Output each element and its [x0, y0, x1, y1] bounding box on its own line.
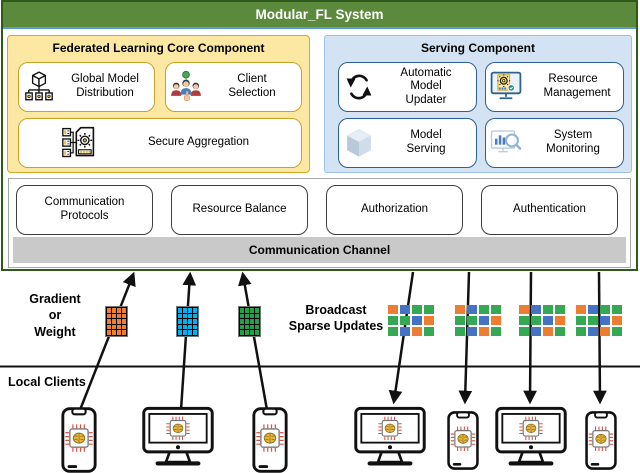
- serving-panel: Serving Component Automatic Model Update…: [324, 35, 632, 173]
- local-clients-label: Local Clients: [8, 375, 86, 389]
- broadcast-sparse-updates-label: Broadcast Sparse Updates: [288, 303, 384, 334]
- model-serving-label: Model Serving: [406, 129, 446, 155]
- sparse-update-matrix-3: [519, 305, 565, 336]
- communication-channel-label: Communication Channel: [248, 243, 391, 257]
- client-phone-3: [446, 409, 480, 472]
- system-monitoring-box: System Monitoring: [485, 118, 624, 168]
- resource-management-icon: [486, 69, 526, 105]
- gradient-matrix-blue: [176, 306, 199, 337]
- flow-arrows-layer: [0, 271, 640, 411]
- client-phone-1: [60, 406, 98, 473]
- global-model-distribution-box: Global Model Distribution: [18, 62, 155, 112]
- communication-channel-bar: Communication Channel: [13, 237, 626, 263]
- system-monitoring-icon: [486, 126, 526, 160]
- communication-protocols-box: Communication Protocols: [16, 185, 153, 235]
- client-selection-box: Client Selection: [165, 62, 302, 112]
- authentication-box: Authentication: [481, 185, 618, 235]
- model-serving-box: Model Serving: [338, 118, 477, 168]
- middleware-panel: Communication Protocols Resource Balance…: [8, 178, 631, 268]
- sparse-update-matrix-4: [576, 305, 622, 336]
- gradient-matrix-orange: [105, 306, 128, 337]
- secure-aggregation-icon: [59, 125, 99, 161]
- client-phone-4: [584, 409, 618, 472]
- authorization-box: Authorization: [326, 185, 463, 235]
- fl-core-panel: Federated Learning Core Component: [7, 35, 310, 173]
- automatic-model-updater-label: Automatic Model Updater: [400, 66, 452, 106]
- fl-core-title: Federated Learning Core Component: [52, 41, 265, 55]
- sparse-update-matrix-1: [388, 305, 434, 336]
- automatic-model-updater-box: Automatic Model Updater: [338, 62, 477, 112]
- model-distribution-icon: [19, 70, 59, 104]
- secure-aggregation-label: Secure Aggregation: [147, 136, 250, 149]
- resource-management-box: Resource Management: [485, 62, 624, 112]
- serving-title: Serving Component: [420, 41, 535, 55]
- client-phone-2: [251, 406, 289, 473]
- secure-aggregation-box: Secure Aggregation: [18, 118, 302, 168]
- resource-management-label: Resource Management: [543, 73, 611, 99]
- global-model-distribution-label: Global Model Distribution: [71, 73, 139, 99]
- resource-balance-box: Resource Balance: [171, 185, 308, 235]
- client-monitor-2: [353, 405, 427, 471]
- system-monitoring-label: System Monitoring: [546, 129, 600, 155]
- system-title: Modular_FL System: [255, 7, 384, 22]
- client-monitor-1: [141, 405, 215, 471]
- automatic-model-updater-icon: [339, 71, 379, 103]
- system-title-bar: Modular_FL System: [3, 2, 636, 29]
- model-serving-icon: [339, 126, 379, 160]
- sparse-update-matrix-2: [455, 305, 501, 336]
- gradient-weight-label: Gradient or Weight: [29, 292, 81, 339]
- gradient-matrix-green: [238, 306, 261, 337]
- client-monitor-3: [494, 405, 568, 471]
- client-selection-label: Client Selection: [228, 73, 276, 99]
- client-selection-icon: [166, 69, 206, 105]
